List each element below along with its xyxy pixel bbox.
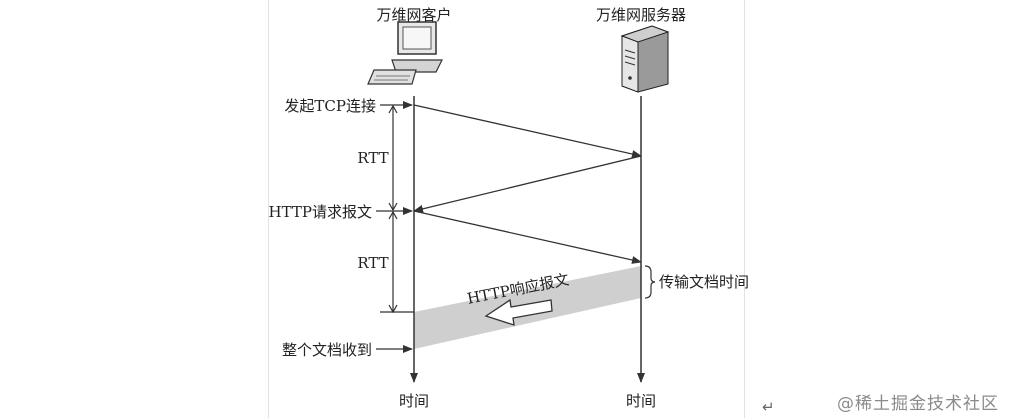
client-computer-icon bbox=[367, 21, 443, 85]
transfer-time-label: 传输文档时间 bbox=[659, 273, 749, 291]
rtt-dimension-2 bbox=[380, 210, 414, 314]
doc-received-label: 整个文档收到 bbox=[282, 341, 372, 359]
server-icon bbox=[620, 25, 670, 93]
paragraph-mark-icon: ↵ bbox=[762, 398, 775, 416]
tcp-synack-arrow bbox=[413, 155, 642, 213]
server-time-axis-label: 时间 bbox=[626, 392, 656, 410]
rtt-dimension-1 bbox=[388, 104, 398, 212]
tcp-syn-arrow bbox=[413, 104, 642, 158]
rtt-label-1: RTT bbox=[357, 149, 388, 167]
watermark: @稀土掘金技术社区 bbox=[837, 394, 999, 414]
tcp-connect-label: 发起TCP连接 bbox=[284, 97, 376, 115]
client-time-axis-label: 时间 bbox=[399, 392, 429, 410]
http-request-arrow bbox=[413, 210, 642, 264]
http-request-label: HTTP请求报文 bbox=[269, 203, 372, 221]
server-label: 万维网服务器 bbox=[596, 6, 686, 24]
response-direction-arrow bbox=[484, 298, 553, 326]
transfer-time-brace bbox=[644, 265, 656, 299]
client-label: 万维网客户 bbox=[376, 6, 451, 24]
rtt-label-2: RTT bbox=[357, 254, 388, 272]
figure-frame bbox=[268, 0, 745, 418]
